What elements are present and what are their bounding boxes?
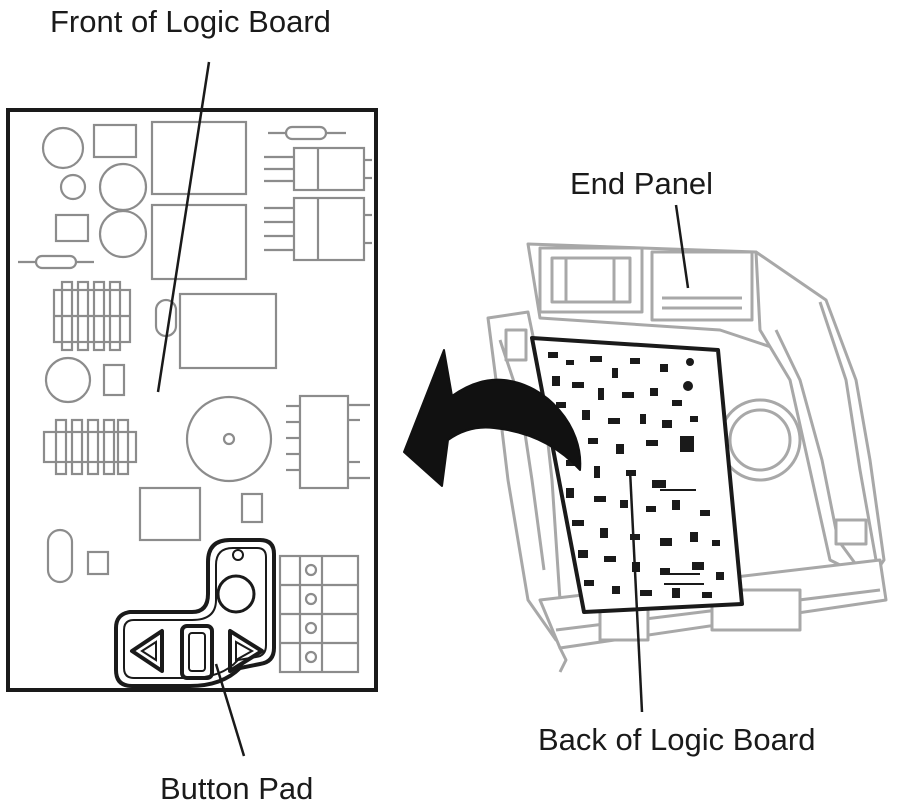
button-pad-center-button [180,624,214,680]
board-outline [6,108,378,692]
leader-front [156,61,211,393]
leader-back [628,469,644,713]
flip-arrow [403,349,582,487]
leader-button-pad [214,663,246,757]
leader-end-panel [674,204,690,289]
front-logic-board-label: Front of Logic Board [50,4,331,39]
front-logic-board [6,108,378,692]
button-pad-indicator-hole [232,549,244,561]
button-pad-right-arrow [228,629,264,673]
board-components [18,120,372,674]
button-pad-label: Button Pad [160,771,314,806]
back-logic-board [530,336,744,614]
button-pad-round-button [216,574,256,614]
button-pad-left-arrow [130,629,164,673]
end-panel-label: End Panel [570,166,714,201]
back-logic-board-label: Back of Logic Board [538,722,816,757]
end-panel-housing [486,242,888,673]
leader-lines [156,61,690,757]
button-pad [114,538,276,688]
pcb-traces [660,489,704,585]
